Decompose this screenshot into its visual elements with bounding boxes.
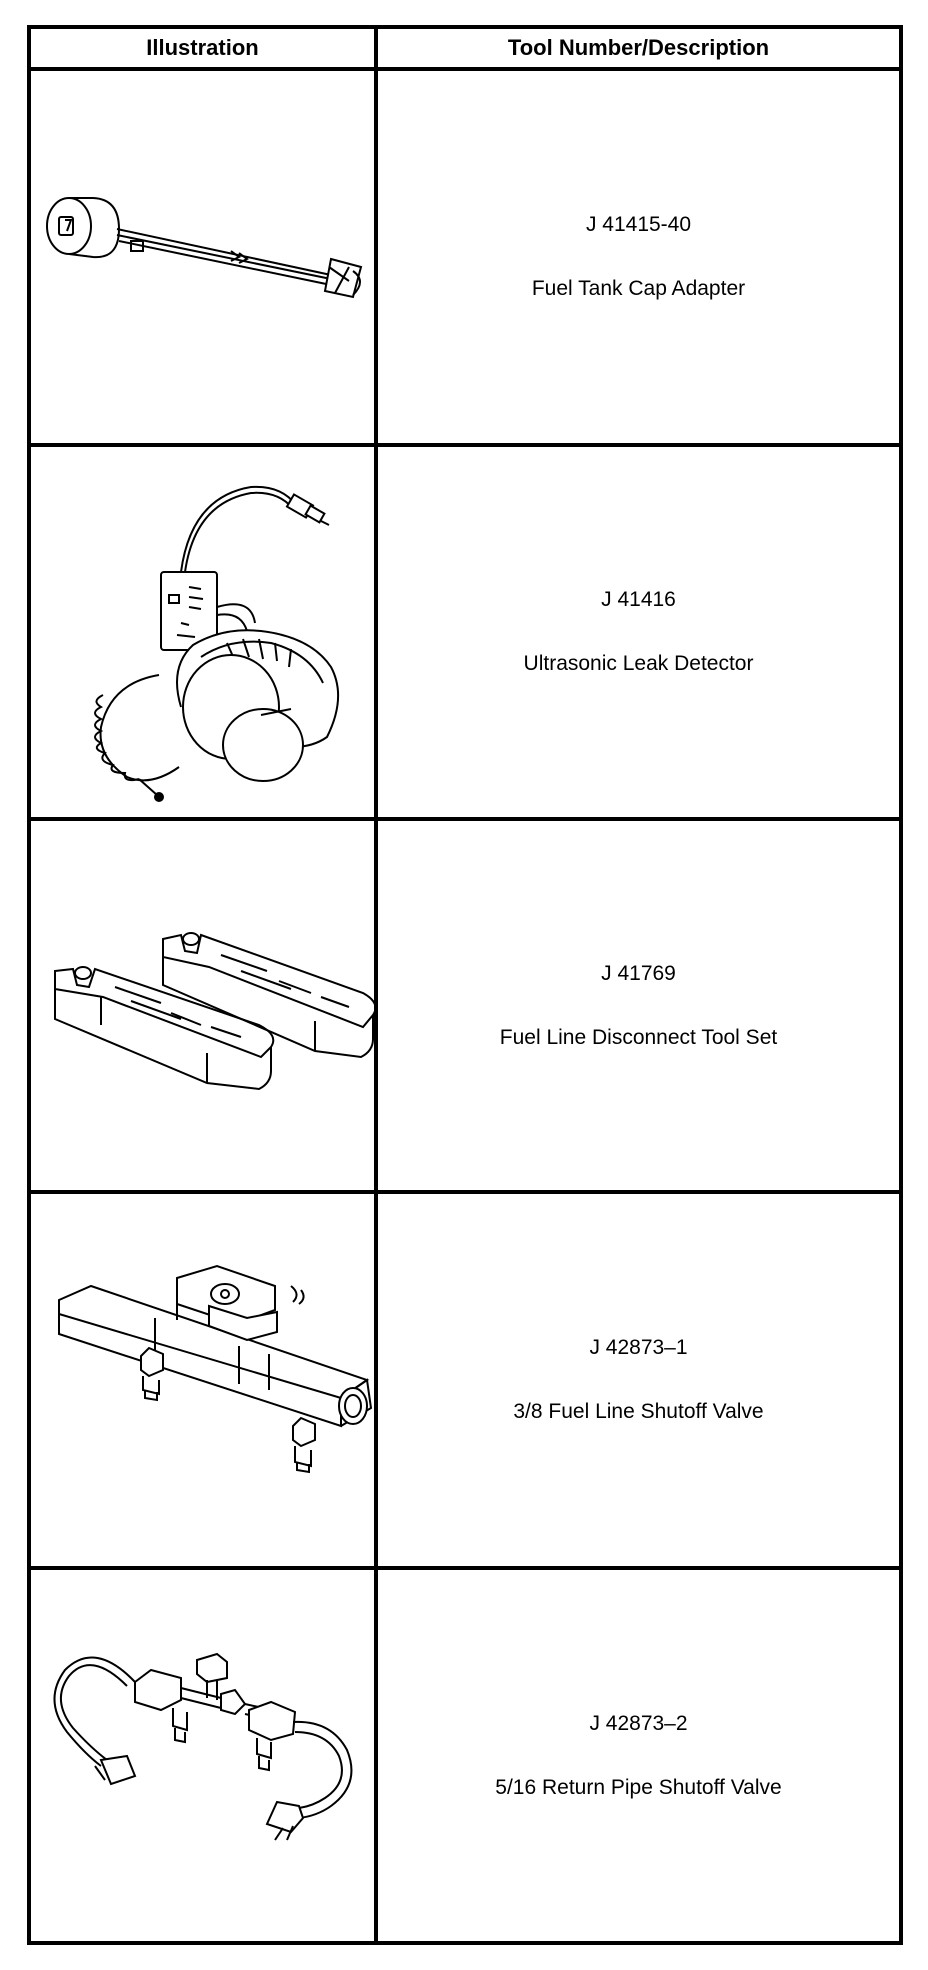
illustration-cell [31, 1194, 374, 1566]
description-cell: J 41415-40 Fuel Tank Cap Adapter [378, 71, 899, 443]
fuel-tank-cap-adapter-icon [31, 71, 374, 443]
ultrasonic-leak-detector-icon [31, 447, 374, 817]
tool-description: 3/8 Fuel Line Shutoff Valve [513, 1400, 764, 1423]
table-row: J 42873–1 3/8 Fuel Line Shutoff Valve [31, 1194, 899, 1570]
tool-description: Fuel Tank Cap Adapter [531, 277, 746, 300]
column-divider [374, 29, 378, 1941]
tool-description: Fuel Line Disconnect Tool Set [499, 1025, 778, 1049]
table-row: J 41416 Ultrasonic Leak Detector [31, 447, 899, 821]
table-header: Illustration Tool Number/Description [31, 29, 899, 71]
tool-number: J 42873–2 [589, 1711, 688, 1735]
fuel-line-shutoff-valve-icon [31, 1194, 374, 1566]
description-cell: J 42873–2 5/16 Return Pipe Shutoff Valve [378, 1570, 899, 1941]
description-cell: J 41416 Ultrasonic Leak Detector [378, 447, 899, 817]
illustration-cell [31, 1570, 374, 1941]
tool-description: Ultrasonic Leak Detector [523, 652, 754, 675]
return-pipe-shutoff-valve-icon [31, 1570, 374, 1941]
table-row: J 42873–2 5/16 Return Pipe Shutoff Valve [31, 1570, 899, 1941]
tool-number: J 42873–1 [589, 1336, 688, 1359]
fuel-line-disconnect-tool-icon [31, 821, 374, 1190]
tool-number: J 41415-40 [585, 213, 692, 236]
tool-number: J 41769 [601, 961, 676, 985]
header-illustration: Illustration [146, 35, 259, 60]
illustration-cell [31, 71, 374, 443]
table-row: J 41415-40 Fuel Tank Cap Adapter [31, 71, 899, 447]
table-row: J 41769 Fuel Line Disconnect Tool Set [31, 821, 899, 1194]
tool-table: Illustration Tool Number/Description [27, 25, 903, 1945]
tool-number: J 41416 [601, 588, 676, 611]
tool-description: 5/16 Return Pipe Shutoff Valve [495, 1775, 782, 1799]
description-cell: J 41769 Fuel Line Disconnect Tool Set [378, 821, 899, 1190]
illustration-cell [31, 447, 374, 817]
description-cell: J 42873–1 3/8 Fuel Line Shutoff Valve [378, 1194, 899, 1566]
header-tool-number: Tool Number/Description [507, 35, 770, 60]
illustration-cell [31, 821, 374, 1190]
